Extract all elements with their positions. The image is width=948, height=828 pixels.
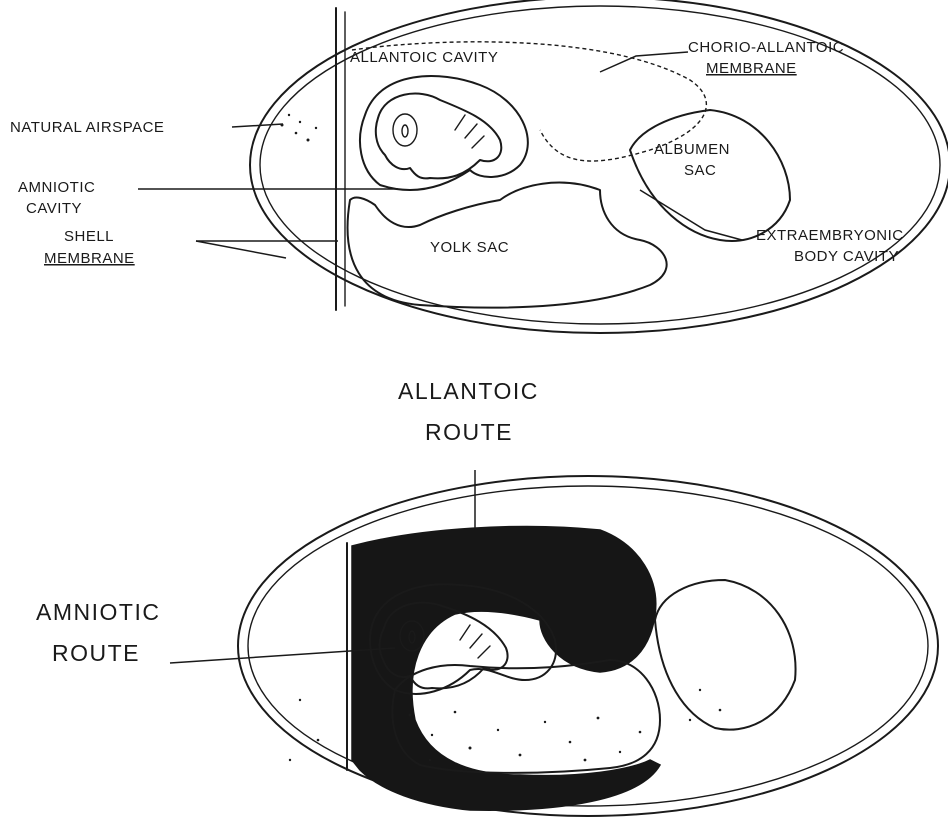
top-airspace-stipple — [281, 114, 318, 142]
label-amniotic-cavity-1: AMNIOTIC — [18, 179, 95, 196]
top-embryo-limbs — [455, 115, 484, 148]
top-amniotic-membrane — [360, 76, 528, 190]
label-allantoic-route-1: ALLANTOIC — [398, 378, 539, 404]
top-embryo-pupil — [402, 125, 408, 137]
label-natural-airspace: NATURAL AIRSPACE — [10, 119, 164, 136]
bottom-albumen-sac — [655, 580, 796, 730]
label-albumen-sac-1: ALBUMEN — [654, 141, 730, 158]
label-shell-membrane-1: SHELL — [64, 228, 114, 245]
label-amniotic-cavity-2: CAVITY — [26, 200, 82, 217]
top-egg-diagram: ALLANTOIC CAVITY CHORIO-ALLANTOIC MEMBRA… — [10, 0, 948, 333]
leader-natural-airspace — [232, 124, 283, 127]
label-amniotic-route-1: AMNIOTIC — [36, 599, 160, 625]
bottom-egg-diagram: ALLANTOIC ROUTE AMNIOTIC ROUTE — [36, 378, 938, 816]
label-extraembryonic-2: BODY CAVITY — [794, 248, 899, 265]
label-amniotic-route-2: ROUTE — [52, 640, 140, 666]
top-embryo — [376, 94, 501, 179]
label-chorio-allantoic-2: MEMBRANE — [706, 60, 797, 77]
label-albumen-sac-2: SAC — [684, 162, 716, 179]
label-yolk-sac: YOLK SAC — [430, 239, 509, 256]
label-allantoic-route-2: ROUTE — [425, 419, 513, 445]
top-embryo-eye — [393, 114, 417, 146]
leader-shell-membrane-b — [196, 241, 286, 258]
label-allantoic-cavity: ALLANTOIC CAVITY — [350, 49, 498, 66]
label-extraembryonic-1: EXTRAEMBRYONIC — [756, 227, 904, 244]
label-chorio-allantoic-1: CHORIO-ALLANTOIC — [688, 39, 844, 56]
bottom-embryo-limbs — [460, 625, 490, 658]
label-shell-membrane-2: MEMBRANE — [44, 250, 135, 267]
